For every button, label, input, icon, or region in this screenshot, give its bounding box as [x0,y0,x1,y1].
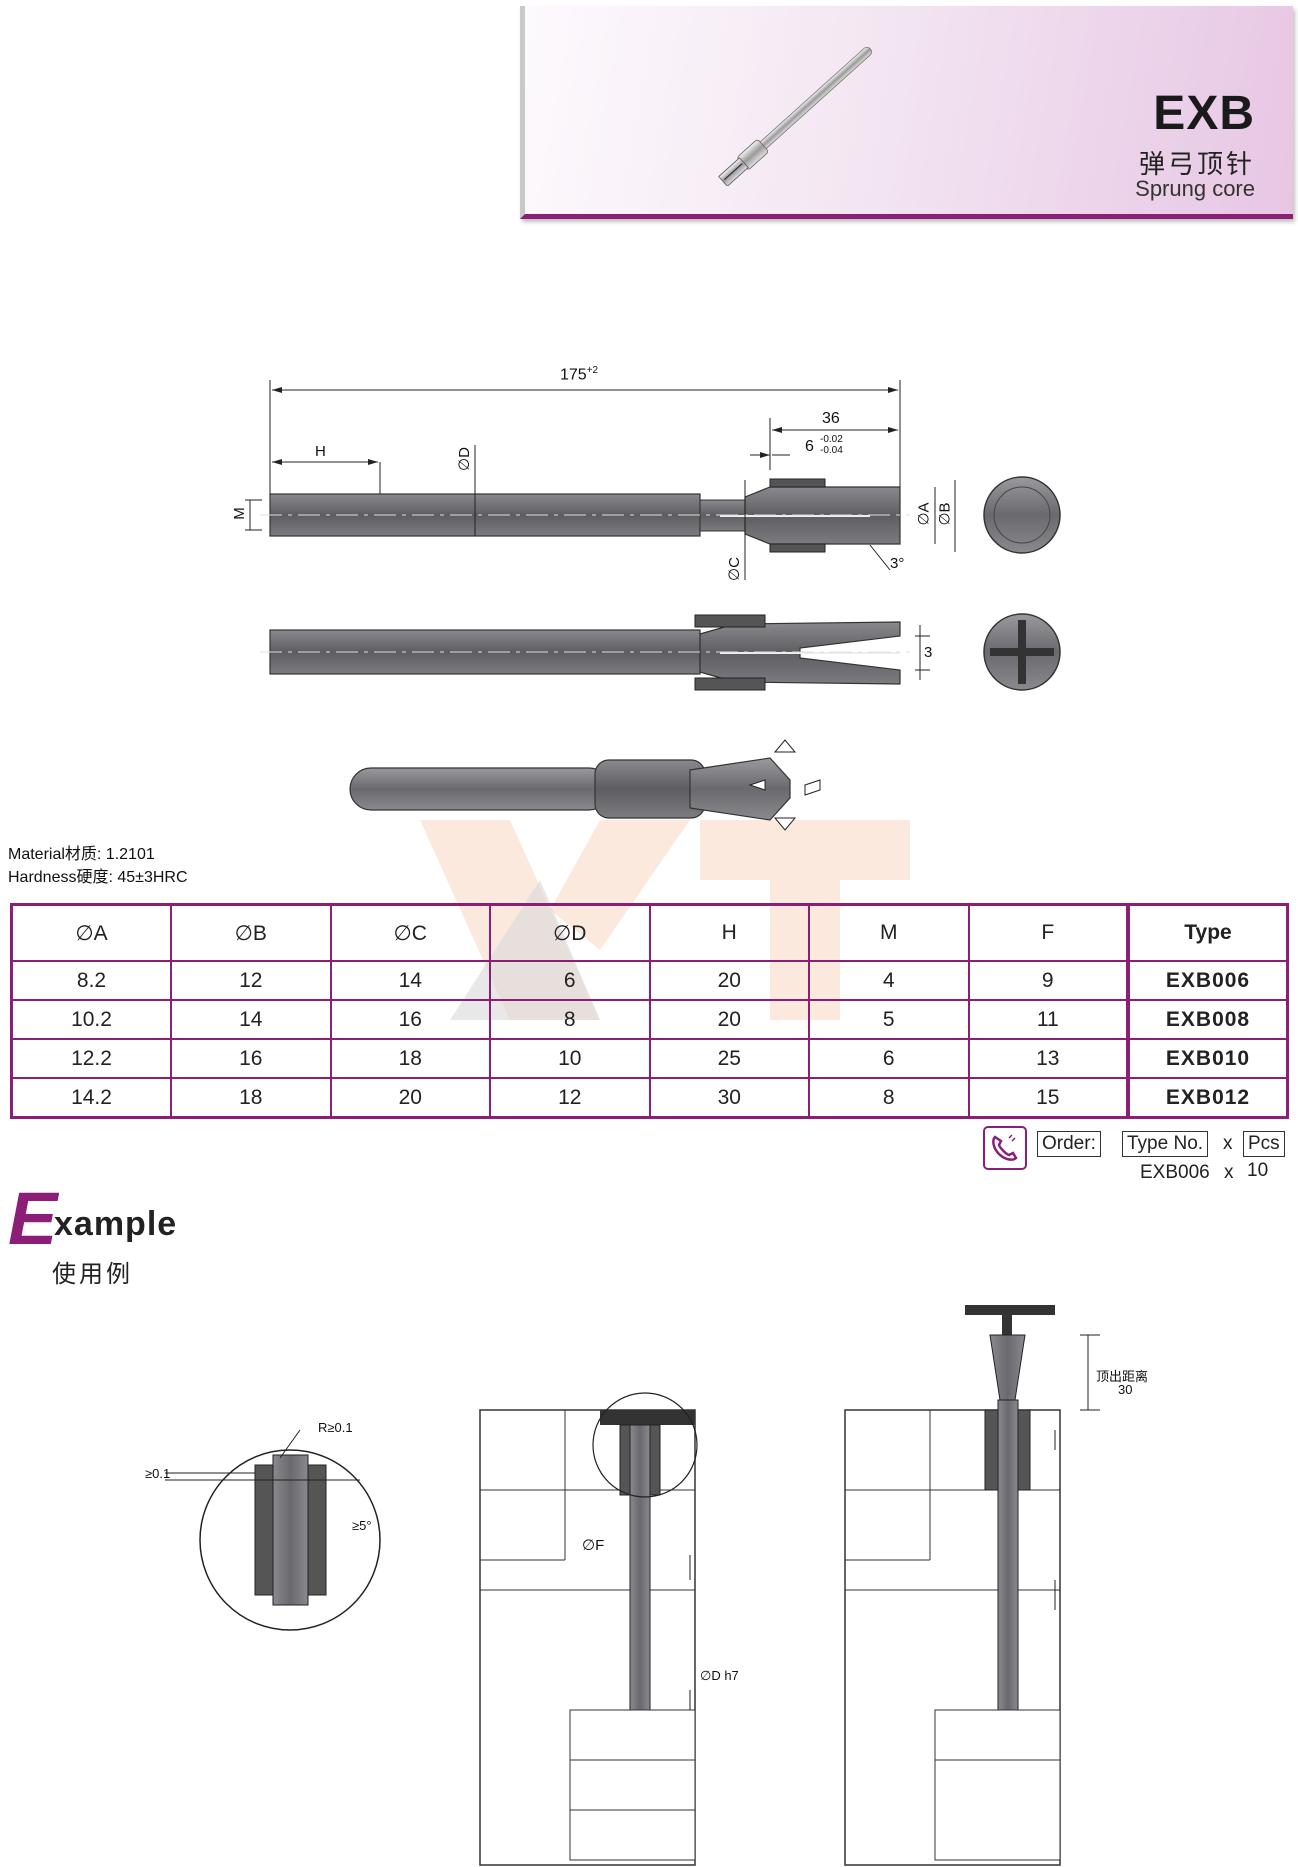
cell: 20 [329,1077,491,1119]
dim-B: ∅B [936,502,954,526]
cell: 8 [489,999,651,1040]
pcs-label: Pcs [1243,1131,1285,1157]
note-eject-cn: 顶出距离 [1096,1369,1149,1384]
note-01: ≥0.1 [145,1466,171,1481]
order-label: Order: [1037,1131,1101,1157]
cell-type: EXB008 [1126,999,1289,1040]
dim-opening: 3 [924,644,933,661]
hardness-line: Hardness硬度: 45±3HRC [8,869,188,886]
col-header: M [808,903,970,962]
cell: 10.2 [10,999,172,1040]
cell: 15 [967,1077,1129,1119]
table-header-row: ∅A ∅B ∅C ∅D H M F Type [10,903,1289,962]
dim-overall-length: 175+2 [560,365,599,384]
sprung-core-photo [718,46,872,186]
order-example-type: EXB006 [1140,1162,1210,1183]
cell: 20 [648,999,810,1040]
order-times: x [1223,1133,1233,1154]
spec-table: ∅A ∅B ∅C ∅D H M F Type 8.2 12 14 6 20 4 … [10,903,1289,1119]
cell: 25 [648,1038,810,1079]
cell: 18 [329,1038,491,1079]
cell: 6 [808,1038,970,1079]
col-header: ∅D [489,903,651,962]
dim-C: ∅C [725,557,743,581]
cell: 11 [967,999,1129,1040]
material-line: Material材质: 1.2101 [8,846,155,863]
note-R: R≥0.1 [318,1420,353,1435]
order-example-times: x [1224,1162,1234,1183]
cell: 12 [170,960,332,1001]
dim-36: 36 [822,410,840,427]
product-name-cn: 弹弓顶针 [1138,149,1255,179]
dim-H: H [315,443,326,460]
dim-angle: 3° [890,555,905,572]
material-info: Material材质: 1.2101 Hardness硬度: 45±3HRC [8,843,188,889]
dim-D: ∅D [455,447,473,471]
col-header: ∅A [10,903,172,962]
note-eject-val: 30 [1118,1382,1133,1397]
table-row: 8.2 12 14 6 20 4 9 EXB006 [10,960,1289,1001]
cell: 5 [808,999,970,1040]
cell: 8.2 [10,960,172,1001]
note-5deg: ≥5° [352,1518,372,1533]
table-row: 14.2 18 20 12 30 8 15 EXB012 [10,1077,1289,1119]
cell: 14 [170,999,332,1040]
cell: 9 [967,960,1129,1001]
example-drawings [165,1305,1100,1866]
table-row: 12.2 16 18 10 25 6 13 EXB010 [10,1038,1289,1079]
col-header-type: Type [1126,903,1289,962]
cell: 20 [648,960,810,1001]
example-title-letter: E [8,1177,58,1260]
col-header: H [648,903,810,962]
col-header: ∅B [170,903,332,962]
cell: 18 [170,1077,332,1119]
type-no-label: Type No. [1122,1131,1209,1157]
cell: 16 [170,1038,332,1079]
col-header: F [967,903,1129,962]
product-code: EXB [1153,87,1255,140]
dim-tol-upper: -0.02 [820,434,843,445]
example-title-cn: 使用例 [52,1261,133,1288]
cell: 12.2 [10,1038,172,1079]
dim-A: ∅A [915,502,933,526]
cell-type: EXB010 [1126,1038,1289,1079]
order-example-qty: 10 [1247,1160,1269,1181]
dim-M: M [230,507,248,520]
product-name-en: Sprung core [1135,176,1255,201]
cell-type: EXB006 [1126,960,1289,1001]
col-header: ∅C [329,903,491,962]
technical-drawing [245,380,1061,831]
cell: 14.2 [10,1077,172,1119]
cell: 6 [489,960,651,1001]
cell: 14 [329,960,491,1001]
cell: 8 [808,1077,970,1119]
cell: 30 [648,1077,810,1119]
note-F: ∅F [582,1537,605,1554]
dim-6: 6 [805,438,814,455]
phone-icon [983,1126,1027,1170]
note-Dh7: ∅D h7 [700,1668,739,1683]
cell: 12 [489,1077,651,1119]
cell-type: EXB012 [1126,1077,1289,1119]
example-title: xample [54,1205,178,1243]
table-row: 10.2 14 16 8 20 5 11 EXB008 [10,999,1289,1040]
header-banner: EXB 弹弓顶针 Sprung core [520,6,1293,219]
cell: 10 [489,1038,651,1079]
cell: 13 [967,1038,1129,1079]
dim-tol-lower: -0.04 [820,445,843,456]
cell: 4 [808,960,970,1001]
cell: 16 [329,999,491,1040]
